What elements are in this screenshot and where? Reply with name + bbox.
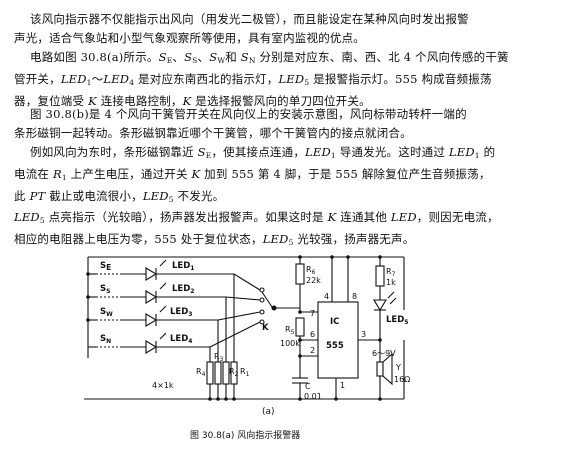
text-line: 相应的电阻器上电压为零，555 处于复位状态，LED5 光较强，扬声器无声。 [14,232,415,247]
text-line: 图 30.8(b)是 4 个风向干簧管开关在风向仪上的安装示意图，风向标带动转杆… [30,107,467,121]
switch-label-se: SE [100,261,111,272]
supply-voltage: 6～9V [372,349,396,358]
figure-caption: 图 30.8(a) 风向指示报警器 [190,429,300,441]
pin-4: 4 [324,292,329,301]
ic-number: 555 [326,341,344,351]
r7-label: R7 [386,267,396,278]
text-line: 例如风向为东时，条形磁钢靠近 SE，使其接点连通，LED1 导通发光。这时通过 … [30,145,496,160]
pin-3: 3 [361,330,366,339]
text-line: 电路如图 30.8(a)所示。SE、SS、SW和 SN 分别是对应东、南、西、北… [30,50,509,65]
paragraph-alarm: LED5 点亮指示（光较暗），扬声器发出报警声。如果这时是 K 连通其他 LED… [14,208,559,252]
resistor-label-r1: R1 [240,367,250,378]
pin-1: 1 [340,381,345,390]
pin-8: 8 [352,292,357,301]
pin-6: 6 [310,330,315,339]
text-line: 电流在 R1 上产生电压，通过开关 K 加到 555 第 4 脚，于是 555 … [14,167,491,182]
text-line: 器，复位端受 K 连接电路控制，K 是选择报警风向的单刀四位开关。 [14,94,371,108]
resistor-group-value: 4×1k [152,381,174,390]
switch-label-ss: SS [100,284,110,295]
r6-value: 22k [306,276,321,285]
resistor-label-r3: R3 [214,352,224,363]
ic-label: IC [330,317,339,327]
switch-label-sn: SN [100,334,111,345]
capacitor-label: C [305,382,311,391]
subfigure-label: (a) [262,407,275,417]
paragraph-circuit: 电路如图 30.8(a)所示。SE、SS、SW和 SN 分别是对应东、南、西、北… [14,48,559,111]
switch-label-sw: SW [100,307,113,318]
r5-label: R5 [285,325,295,336]
r7-value: 1k [386,278,396,287]
text-line: 此 PT 截止或电流很小，LED5 不发光。 [14,189,225,204]
pin-7: 7 [310,309,315,318]
text-line: LED5 点亮指示（光较暗），扬声器发出报警声。如果这时是 K 连通其他 LED… [14,210,499,225]
paragraph-intro: 该风向指示器不仅能指示出风向（用发光二极管），而且能设定在某种风向时发出报警 声… [14,10,559,48]
led-label-1: LED1 [172,261,194,272]
led-label-3: LED3 [170,307,192,318]
text-line: 声光，适合气象站和小型气象观察所等使用，具有室内监视的优点。 [14,31,365,45]
led-label-2: LED2 [172,284,194,295]
selector-k-label: K [262,323,269,333]
r5-value: 100k [280,339,300,348]
paragraph-mounting: 图 30.8(b)是 4 个风向干簧管开关在风向仪上的安装示意图，风向标带动转杆… [14,105,559,143]
text-line: 管开关，LED1～LED4 是对应东南西北的指示灯，LED5 是报警指示灯。55… [14,72,492,87]
led-label-4: LED4 [170,334,192,345]
speaker-value: 16Ω [394,375,410,384]
speaker-label: Y [395,363,401,372]
pin-2: 2 [310,346,315,355]
text-line: 该风向指示器不仅能指示出风向（用发光二极管），而且能设定在某种风向时发出报警 [30,12,469,26]
text-line: 条形磁铜一起转动。条形磁钢靠近哪个干簧管，哪个干簧管内的接点就闭合。 [14,126,412,140]
paragraph-example: 例如风向为东时，条形磁钢靠近 SE，使其接点连通，LED1 导通发光。这时通过 … [14,143,559,209]
r6-label: R6 [306,265,316,276]
resistor-label-r4: R4 [196,367,206,378]
resistor-label-r2: R2 [229,367,239,378]
capacitor-value: 0.01 [304,392,322,401]
led5-label: LED5 [386,315,408,326]
